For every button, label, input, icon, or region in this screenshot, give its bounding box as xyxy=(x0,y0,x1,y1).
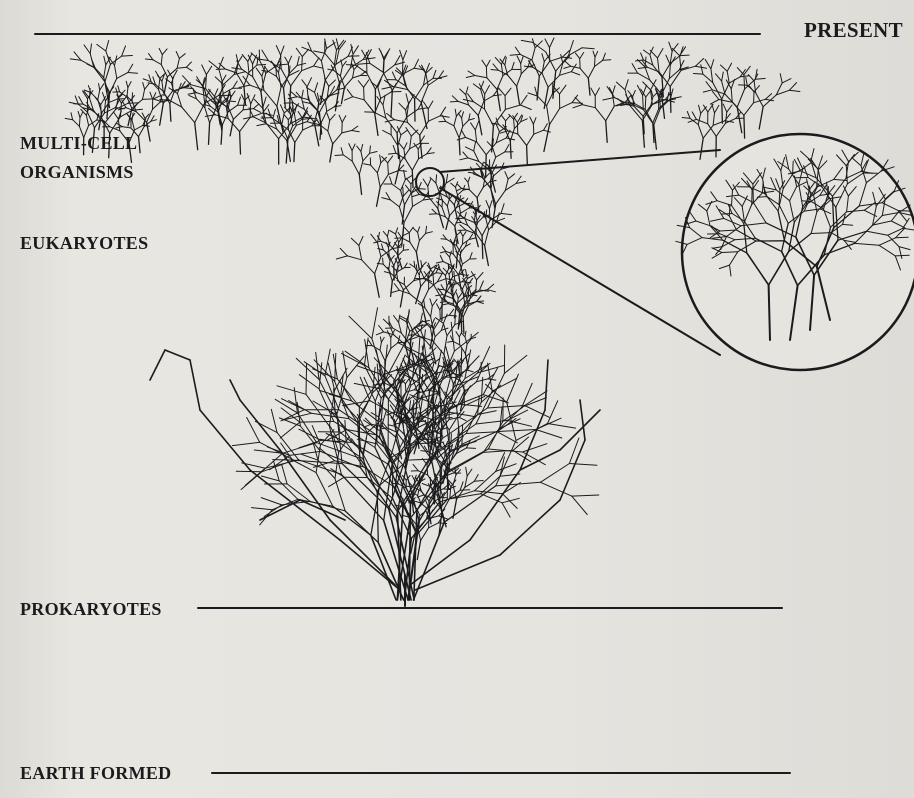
multicell-label-line2: ORGANISMS xyxy=(20,162,134,183)
branching-tree xyxy=(65,38,800,606)
prokaryotes-label: PROKARYOTES xyxy=(20,599,162,620)
eukaryotes-label: EUKARYOTES xyxy=(20,233,148,254)
magnified-view xyxy=(676,134,914,370)
multicell-label-line1: MULTI-CELL xyxy=(20,133,137,154)
zoom-line-upper xyxy=(440,150,720,172)
present-label: PRESENT xyxy=(804,18,903,43)
earth-formed-label: EARTH FORMED xyxy=(20,763,171,784)
